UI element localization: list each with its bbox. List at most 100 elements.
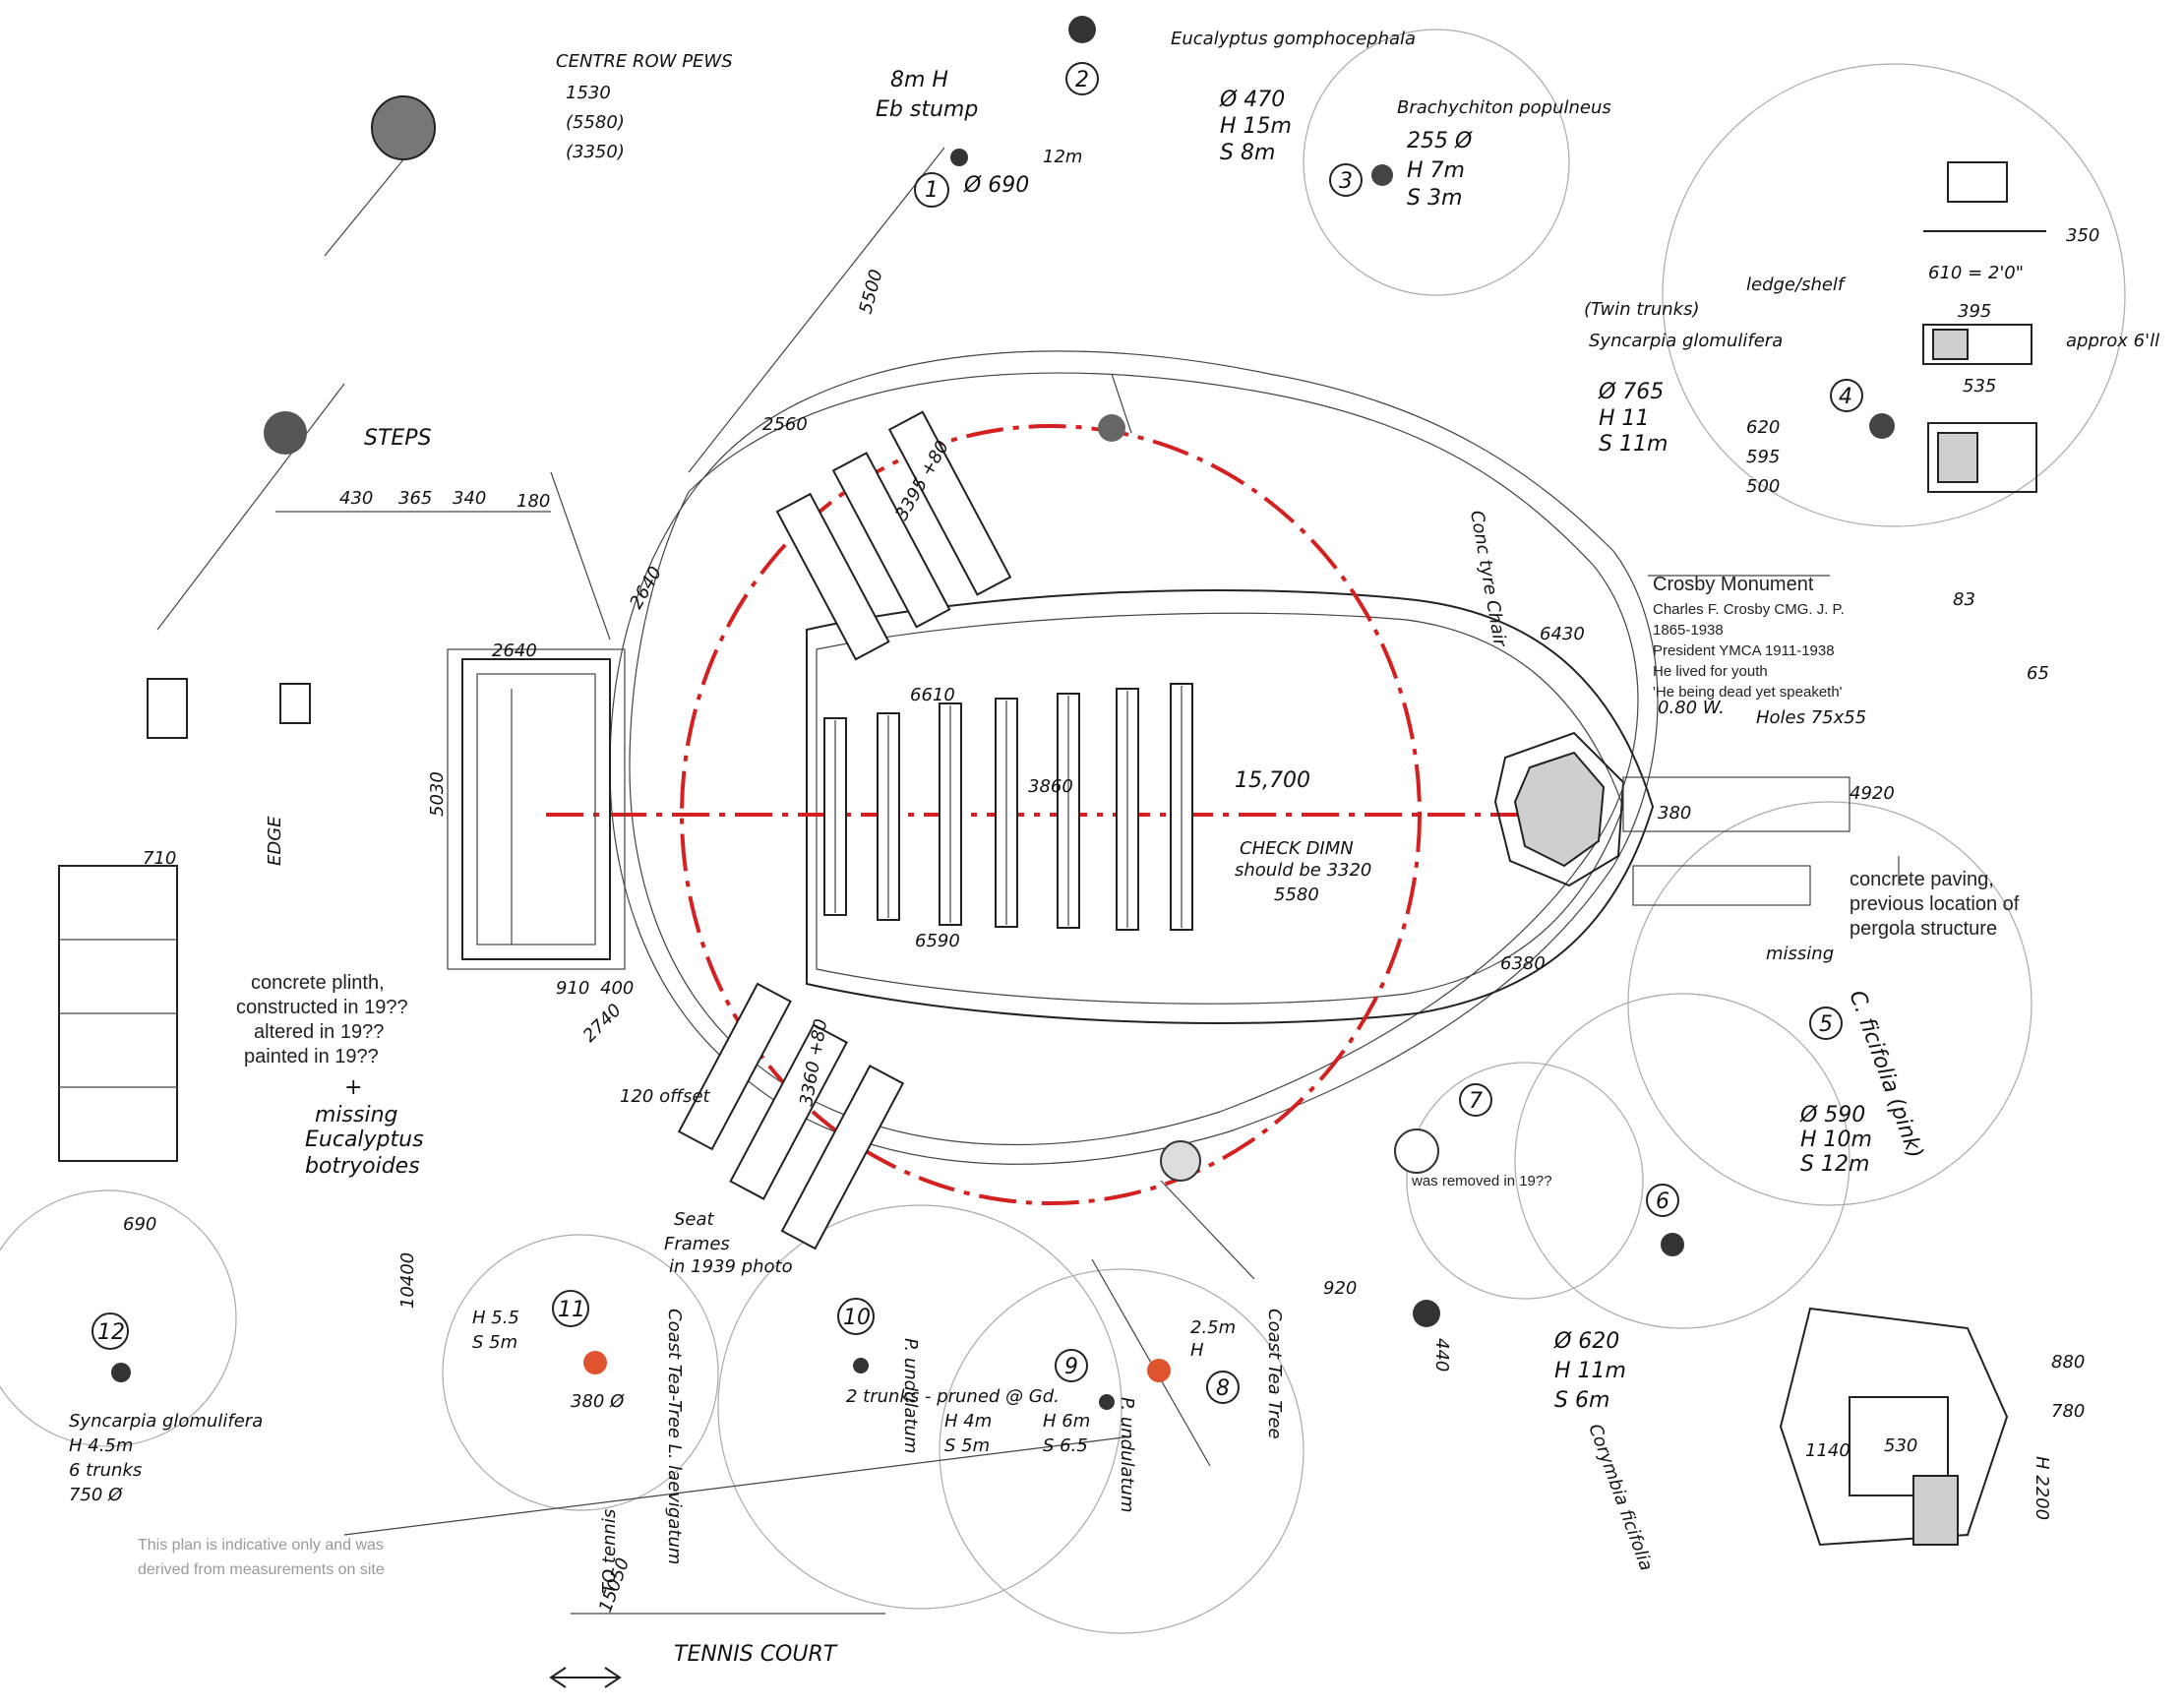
- tree2-spec-0: Ø 470: [1219, 88, 1285, 112]
- missing-eucalyptus: Eucalyptus: [305, 1128, 424, 1152]
- tree1-spec-h: 8m H: [890, 68, 948, 92]
- dim-6380: 6380: [1500, 953, 1546, 974]
- tree11-spec-1: S 5m: [472, 1332, 517, 1353]
- pews-dim-2: (3350): [566, 142, 625, 162]
- dim-530: 530: [1884, 1435, 1917, 1456]
- ledge-shelf: ledge/shelf: [1746, 274, 1847, 295]
- monument-title: Crosby Monument: [1653, 574, 1814, 595]
- holes-label: Holes 75x55: [1756, 707, 1866, 728]
- centre-row-pews-label: CENTRE ROW PEWS: [556, 51, 733, 72]
- tree9-spec-0: H 6m: [1043, 1411, 1090, 1432]
- tree-circle-icon: [1098, 414, 1125, 442]
- seat-frames-note: Seat Frames in 1939 photo: [664, 1209, 793, 1277]
- dim-610: 610 = 2'0": [1928, 263, 2024, 283]
- dim-120offset: 120 offset: [620, 1086, 711, 1107]
- tree10-name: P. undulatum: [900, 1338, 921, 1454]
- dim-5500: 5500: [856, 268, 887, 317]
- tennis-court-label: TENNIS COURT: [674, 1642, 838, 1667]
- tree-circle-icon: [1068, 16, 1096, 43]
- dim-5030: 5030: [427, 771, 448, 817]
- steps-detail-sketch: [58, 678, 311, 1162]
- dimension-labels: 2560 2640 6610 6590 5030 3860 5580 15,70…: [123, 147, 2099, 1616]
- tree12-spec-1: 6 trunks: [69, 1460, 142, 1481]
- tree-num-3: 3: [1339, 169, 1353, 194]
- should-be-label: should be 3320: [1235, 860, 1371, 881]
- tree8-spec-0: 2.5m: [1190, 1317, 1236, 1338]
- dim-380: 380: [1658, 803, 1691, 824]
- tree12-spec-2: 750 Ø: [69, 1485, 123, 1505]
- dim-4920: 4920: [1850, 783, 1895, 804]
- tree-circle-icon: [111, 1363, 131, 1382]
- dim-500: 500: [1746, 476, 1780, 497]
- tree8-spec-1: H: [1190, 1340, 1204, 1361]
- angled-pews-north: [775, 410, 1012, 661]
- plinth-line-3: painted in 19??: [244, 1046, 379, 1068]
- dim-395: 395: [1958, 301, 1991, 322]
- shelf-detail-sketch: [1922, 161, 2046, 493]
- tree-circle-icon: [1371, 164, 1393, 186]
- dim-2740: 2740: [579, 1000, 626, 1046]
- plinth-line-2: altered in 19??: [254, 1021, 384, 1043]
- tree5-spec-0: Ø 590: [1799, 1103, 1865, 1128]
- tree3-spec-0: 255 Ø: [1407, 129, 1473, 153]
- tree-num-7: 7: [1469, 1089, 1483, 1114]
- tree6-spec-2: S 6m: [1554, 1388, 1609, 1413]
- tree-number-badges: 1 2 3 4 5 6 7 8 9 10 11 12: [91, 62, 1863, 1404]
- dim-690: 690: [123, 1214, 156, 1235]
- red-setout-circle: [546, 424, 1554, 1205]
- tree-circle-icon: [1394, 1128, 1439, 1174]
- tree4-name: Syncarpia glomulifera: [1589, 331, 1783, 351]
- pews-dim-0: 1530: [566, 83, 611, 103]
- dim-2560: 2560: [762, 414, 808, 435]
- missing-plus: +: [344, 1075, 362, 1100]
- plinth-note: concrete plinth, constructed in 19?? alt…: [236, 972, 408, 1068]
- dim-595: 595: [1746, 447, 1780, 467]
- seat-frames-1: Frames: [664, 1234, 730, 1254]
- tree4-twin: (Twin trunks): [1584, 299, 1700, 320]
- steps-dim-2: 340: [453, 488, 486, 509]
- tree10-spec-1: S 5m: [944, 1435, 990, 1456]
- tree4-spec-0: Ø 765: [1598, 380, 1664, 404]
- centre-pews-note: CENTRE ROW PEWS 1530 (5580) (3350): [556, 51, 733, 162]
- tree-circle-icon: [371, 95, 436, 160]
- monument-plaque: Crosby Monument Charles F. Crosby CMG. J…: [1648, 574, 1845, 701]
- dim-h2200: H 2200: [2032, 1456, 2052, 1520]
- tree2-spec-1: H 15m: [1220, 114, 1292, 139]
- removed-note: was removed in 19??: [1411, 1173, 1552, 1190]
- tree-num-12: 12: [97, 1320, 125, 1345]
- monument-line-1: 1865-1938: [1653, 622, 1724, 639]
- tree4-spec-1: H 11: [1599, 406, 1650, 431]
- dim-880: 880: [2051, 1352, 2085, 1372]
- steps-note: STEPS 430 365 340 180 EDGE: [265, 426, 550, 866]
- steps-dim-1: 365: [398, 488, 432, 509]
- edge-label: EDGE: [265, 816, 285, 866]
- paving-note: concrete paving, previous location of pe…: [1850, 869, 2020, 940]
- dim-1140: 1140: [1805, 1440, 1850, 1461]
- tree-num-4: 4: [1839, 385, 1852, 409]
- dim-910: 910: [556, 978, 589, 999]
- monument-line-0: Charles F. Crosby CMG. J. P.: [1653, 601, 1845, 618]
- angled-pews-south: [677, 982, 905, 1250]
- canopy-outlines: [0, 29, 2126, 1634]
- dim-15700: 15,700: [1235, 768, 1310, 793]
- tree10-spec-2: 2 trunks - pruned @ Gd.: [846, 1386, 1060, 1407]
- tree3-spec-2: S 3m: [1407, 186, 1462, 211]
- tree1-spec-d: Ø 690: [963, 173, 1029, 198]
- indicative-line-0: This plan is indicative only and was: [138, 1537, 384, 1554]
- tree6-spec-1: H 11m: [1554, 1359, 1626, 1383]
- dim-65: 65: [2027, 663, 2049, 684]
- tree9-spec-1: S 6.5: [1043, 1435, 1088, 1456]
- dim-440: 440: [1431, 1338, 1452, 1372]
- tree5-spec-1: H 10m: [1800, 1128, 1872, 1152]
- tree2-name: Eucalyptus gomphocephala: [1171, 29, 1416, 49]
- tree-circle-icon: [264, 411, 307, 455]
- tree-num-6: 6: [1656, 1190, 1669, 1214]
- tree6-name: Corymbia ficifolia: [1584, 1422, 1657, 1574]
- handwritten-notes: CHECK DIMN should be 3320 TENNIS COURT T…: [305, 274, 2159, 1667]
- dim-535: 535: [1963, 376, 1996, 396]
- plinth-line-0: concrete plinth,: [251, 972, 385, 994]
- tree-num-10: 10: [843, 1306, 871, 1330]
- missing-botryoides: botryoides: [305, 1154, 420, 1179]
- tree3-spec-1: H 7m: [1407, 158, 1465, 183]
